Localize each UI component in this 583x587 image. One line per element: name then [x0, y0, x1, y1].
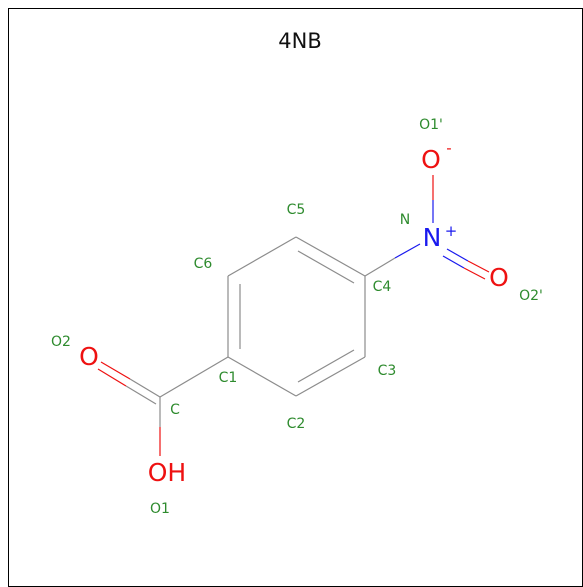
bond-n-o2p-b	[467, 260, 490, 273]
bond-c-o2-d	[97, 368, 127, 387]
diagram-frame	[8, 8, 583, 587]
atom-label-c6: C6	[194, 256, 213, 272]
bond-c4-n-a	[364, 257, 396, 277]
bond-c3-c2-inner	[297, 349, 355, 383]
atom-label-o2p: O2'	[519, 288, 543, 304]
atom-label-c1: C1	[219, 370, 238, 386]
atom-label-o2: O2	[51, 334, 71, 350]
bond-c-o2-a	[129, 378, 161, 398]
atom-label-c2: C2	[287, 416, 306, 432]
atom-label-o1p: O1'	[419, 117, 443, 133]
atom-symbol-n: N	[423, 223, 442, 252]
atom-label-n: N	[400, 212, 410, 228]
bond-c5-c4-inner	[297, 250, 355, 284]
diagram-title: 4NB	[278, 29, 321, 53]
bond-c2-c1	[227, 356, 297, 397]
charge-plus: +	[445, 222, 458, 240]
atom-symbol-oh: OH	[148, 458, 186, 487]
atom-label-c4: C4	[373, 279, 392, 295]
bond-c3-c2	[295, 356, 366, 397]
atom-symbol-o-nitro-top: O	[421, 145, 441, 174]
benzene-ring	[227, 236, 366, 397]
atom-symbol-o-nitro-right: O	[489, 263, 509, 292]
charge-minus: -	[446, 139, 451, 157]
bond-c5-c4	[295, 236, 366, 277]
atom-label-o1: O1	[150, 501, 170, 517]
atom-labels: C5 C6 C4 C1 C3 C2 C O2 O1 N O1' O2'	[51, 117, 543, 517]
atom-label-c: C	[170, 402, 180, 418]
bond-c1-c	[159, 356, 229, 398]
atom-symbol-o-carbonyl: O	[79, 342, 99, 371]
bond-c4-n-b	[394, 243, 421, 259]
carboxyl-bonds	[97, 356, 229, 456]
bond-n-o2p-d	[463, 267, 486, 280]
atom-label-c3: C3	[378, 363, 397, 379]
bond-n-o2p-a	[446, 248, 469, 262]
bond-n-o2p-c	[442, 255, 465, 269]
bond-c6-c5	[227, 236, 297, 277]
nitro-bonds	[364, 175, 490, 280]
bond-c-o2-b	[100, 361, 131, 380]
bond-c-o2-c	[125, 385, 157, 405]
atom-label-c5: C5	[287, 202, 306, 218]
